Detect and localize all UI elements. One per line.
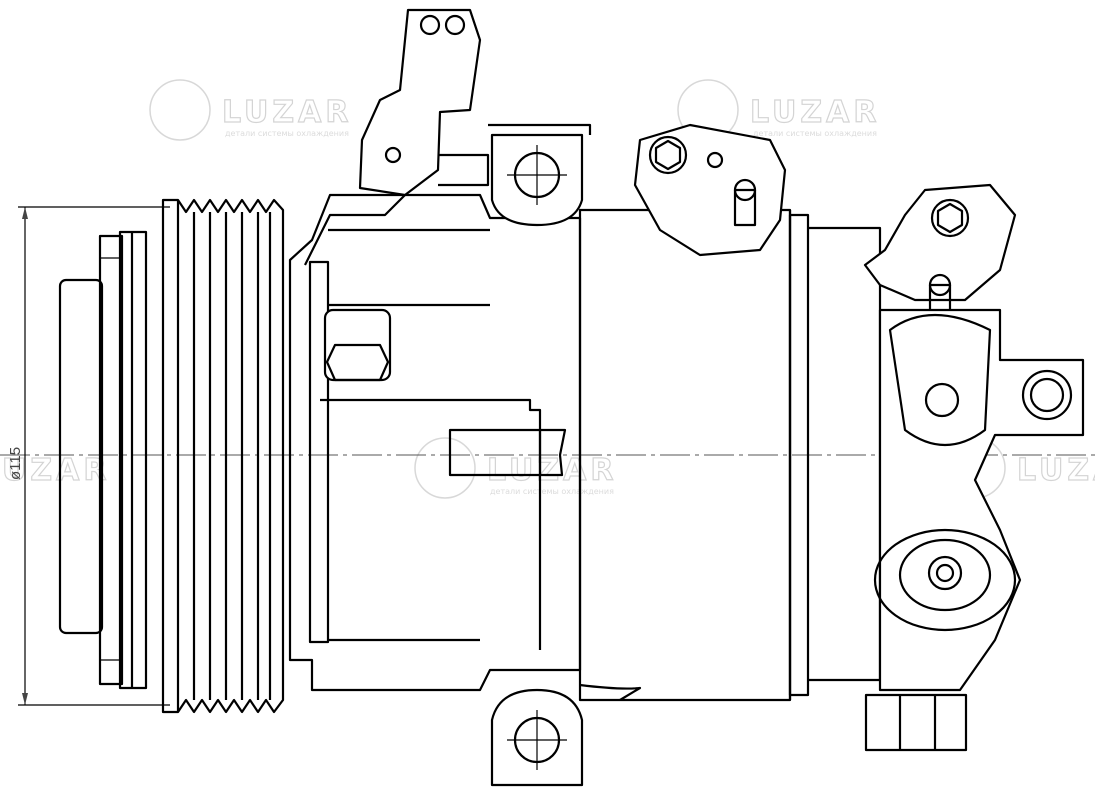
front-housing (288, 193, 582, 692)
electrical-connector (304, 8, 490, 266)
pulley (161, 198, 285, 714)
clutch-plate (58, 230, 148, 690)
mount-ear-bottom (490, 688, 584, 787)
svg-text:LUZAR: LUZAR (750, 95, 880, 130)
service-port-top (633, 123, 787, 257)
svg-text:LUZAR: LUZAR (222, 95, 352, 130)
svg-text:детали системы охлаждения: детали системы охлаждения (225, 129, 349, 138)
mount-ear-top (488, 123, 592, 227)
svg-text:LUZAR: LUZAR (487, 453, 617, 488)
dimension-label: ø115 (7, 447, 24, 480)
svg-text:детали системы охлаждения: детали системы охлаждения (753, 129, 877, 138)
svg-text:детали системы охлаждения: детали системы охлаждения (490, 487, 614, 496)
watermark-logo: LUZAR детали системы охлаждения (677, 79, 880, 141)
watermark-logo: LUZAR (0, 452, 110, 488)
diameter-dimension: ø115 (7, 206, 170, 706)
watermark-logo: LUZAR детали системы охлаждения (149, 79, 352, 141)
watermark-logo: LUZAR детали системы охлаждения (414, 437, 617, 499)
rear-head (864, 308, 1085, 752)
service-port-side (863, 183, 1017, 317)
svg-text:LUZAR: LUZAR (1017, 453, 1095, 488)
svg-text:LUZAR: LUZAR (0, 453, 110, 488)
